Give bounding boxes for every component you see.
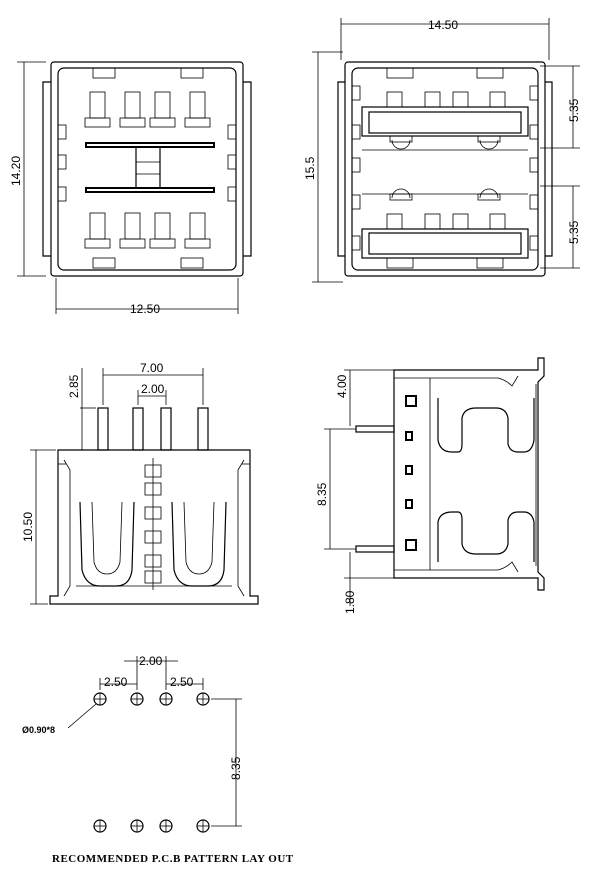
top-left-width-label: 12.50 bbox=[130, 302, 160, 316]
top-right-upper-port-label: 5.35 bbox=[567, 98, 581, 122]
pcb-bottom-holes bbox=[93, 819, 210, 833]
side-view: 4.00 8.35 1.80 bbox=[315, 357, 545, 614]
top-left-height-label: 14.20 bbox=[9, 156, 23, 186]
pcb-hole-label: Ø0.90*8 bbox=[22, 725, 55, 735]
side-bottom-offset-label: 1.80 bbox=[343, 590, 357, 614]
front-pin-length-label: 2.85 bbox=[67, 374, 81, 398]
pcb-layout: 2.00 2.50 2.50 8.35 Ø0.90*8 RECOMMENDED … bbox=[22, 654, 294, 865]
front-pin-pitch-label: 2.00 bbox=[141, 382, 165, 396]
side-top-offset-label: 4.00 bbox=[335, 374, 349, 398]
front-pin-span-label: 7.00 bbox=[140, 361, 164, 375]
pcb-right-pitch-label: 2.50 bbox=[170, 675, 194, 689]
pcb-top-holes bbox=[93, 692, 210, 706]
pcb-left-pitch-label: 2.50 bbox=[104, 675, 128, 689]
front-body-height-label: 10.50 bbox=[21, 512, 35, 542]
side-pin-spacing-label: 8.35 bbox=[315, 482, 329, 506]
pcb-caption: RECOMMENDED P.C.B PATTERN LAY OUT bbox=[52, 853, 294, 865]
front-view: 7.00 2.00 2.85 10.50 bbox=[21, 361, 259, 605]
top-right-lower-port-label: 5.35 bbox=[567, 220, 581, 244]
pcb-row-spacing-label: 8.35 bbox=[229, 756, 243, 780]
top-right-height-label: 15.5 bbox=[303, 156, 317, 180]
pcb-center-pitch-label: 2.00 bbox=[139, 654, 163, 668]
top-right-width-label: 14.50 bbox=[428, 18, 458, 32]
top-right-view: 14.50 15.5 5.35 5.35 bbox=[303, 18, 581, 283]
top-left-view: 14.20 12.50 bbox=[9, 61, 252, 316]
